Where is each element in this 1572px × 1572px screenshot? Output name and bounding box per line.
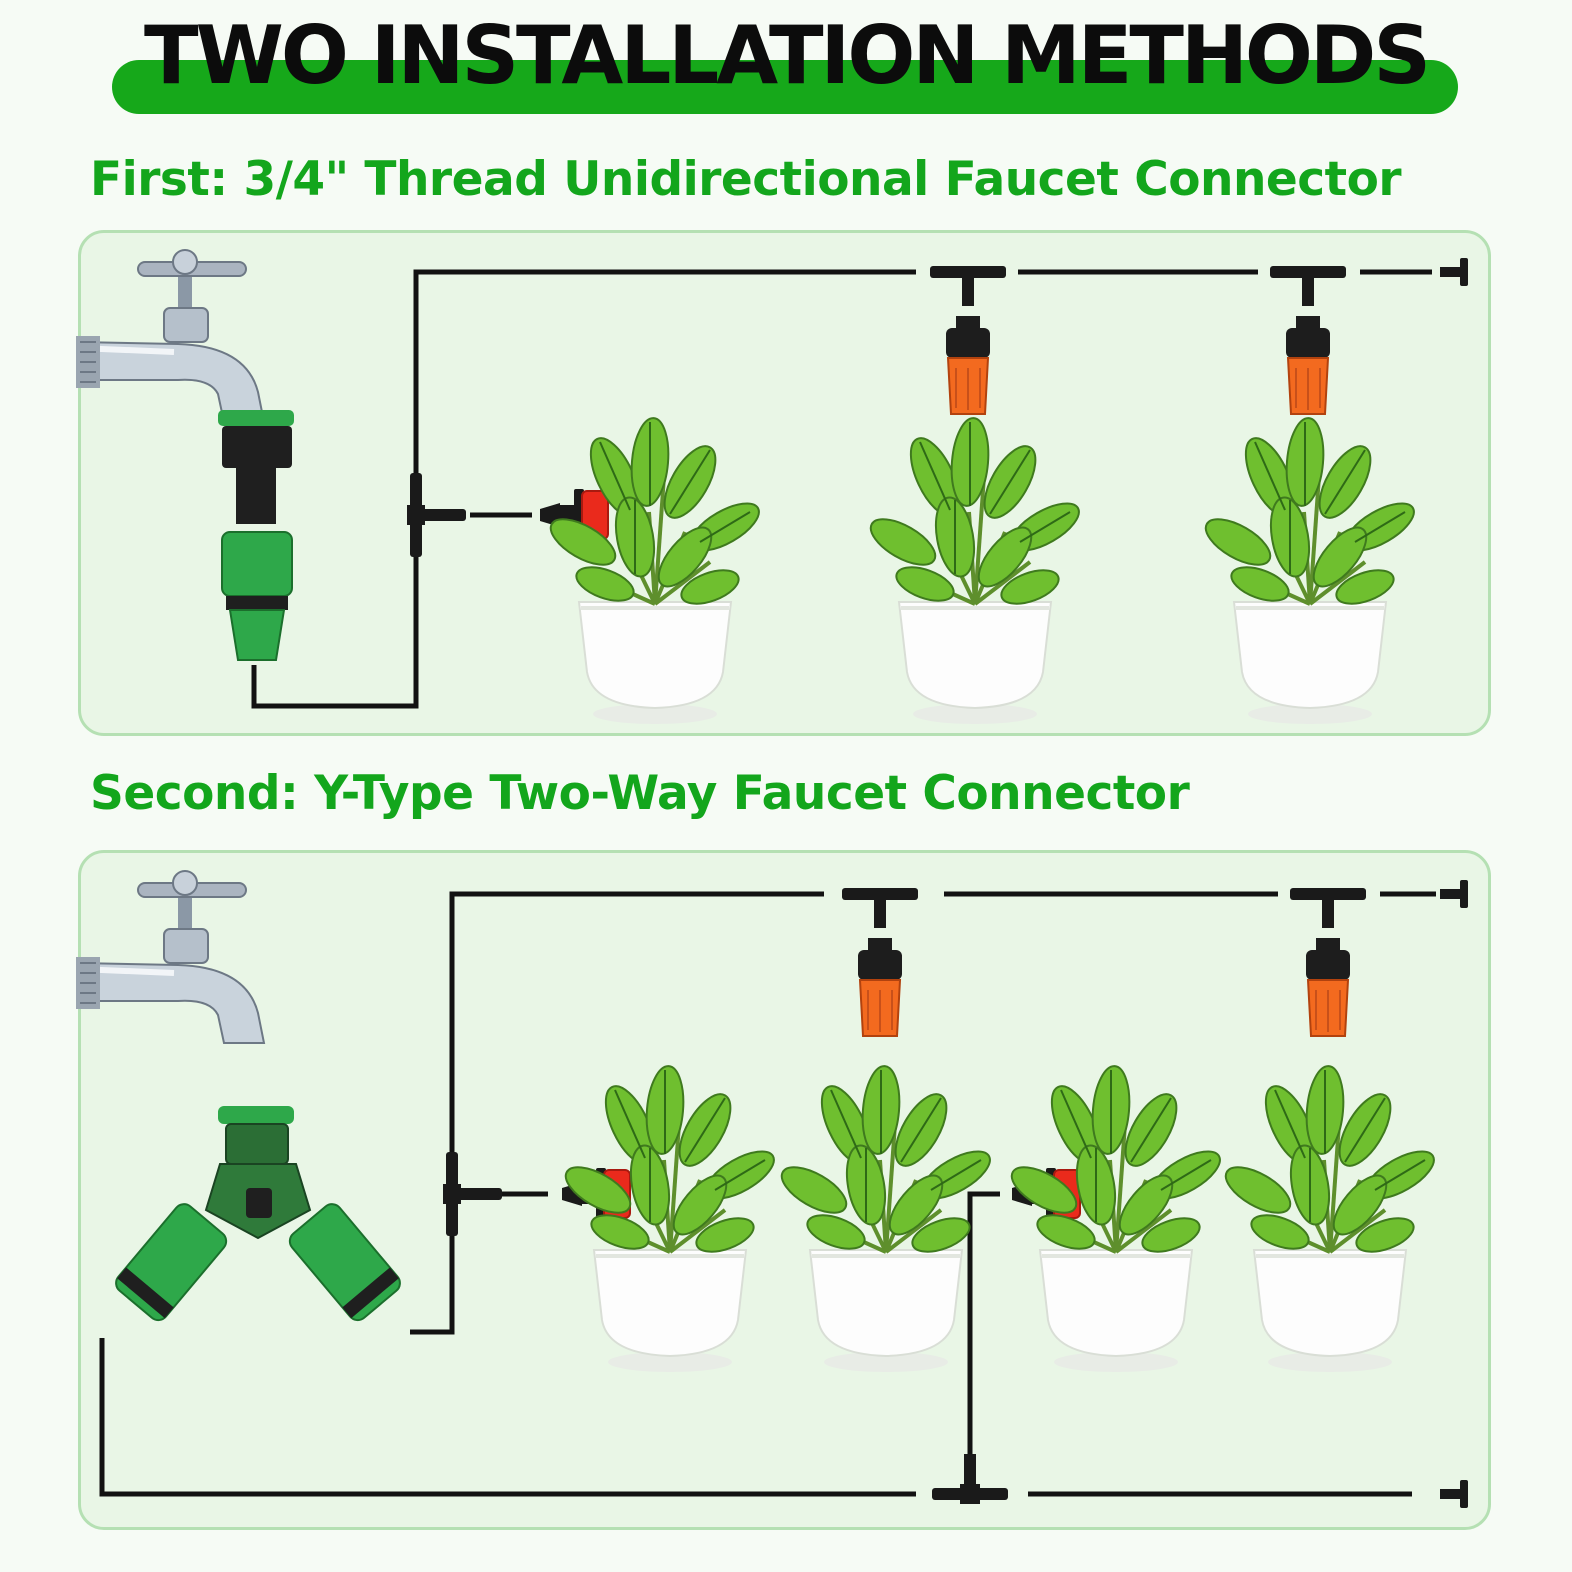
tee-connector-icon bbox=[443, 1152, 502, 1236]
adjustable-dripper-icon bbox=[1289, 887, 1367, 1037]
tee-connector-icon bbox=[407, 473, 466, 557]
potted-plant-icon bbox=[861, 414, 1088, 726]
potted-plant-icon bbox=[772, 1062, 999, 1374]
potted-plant-icon bbox=[1216, 1062, 1443, 1374]
adjustable-dripper-icon bbox=[841, 887, 919, 1037]
potted-plant-icon bbox=[1002, 1062, 1229, 1374]
potted-plant-icon bbox=[1196, 414, 1423, 726]
adjustable-dripper-icon bbox=[929, 265, 1007, 415]
adjustable-dripper-icon bbox=[1269, 265, 1347, 415]
method-1-title: First: 3/4" Thread Unidirectional Faucet… bbox=[90, 152, 1402, 207]
method-2-tubing bbox=[99, 891, 1436, 1497]
faucet-icon bbox=[76, 871, 264, 1043]
faucet-icon bbox=[76, 250, 264, 422]
end-plug-icon bbox=[1440, 258, 1468, 286]
tee-connector-icon bbox=[932, 1454, 1008, 1504]
end-plug-icon bbox=[1440, 1480, 1468, 1508]
page-title: TWO INSTALLATION METHODS bbox=[144, 9, 1431, 102]
y-splitter-icon bbox=[115, 1106, 401, 1322]
faucet-connector-icon bbox=[218, 410, 294, 661]
method-2-title: Second: Y-Type Two-Way Faucet Connector bbox=[90, 766, 1190, 821]
potted-plant-icon bbox=[541, 414, 768, 726]
method-1-tubing bbox=[251, 269, 1432, 709]
potted-plant-icon bbox=[556, 1062, 783, 1374]
title-banner bbox=[112, 60, 1458, 114]
end-plug-icon bbox=[1440, 880, 1468, 908]
